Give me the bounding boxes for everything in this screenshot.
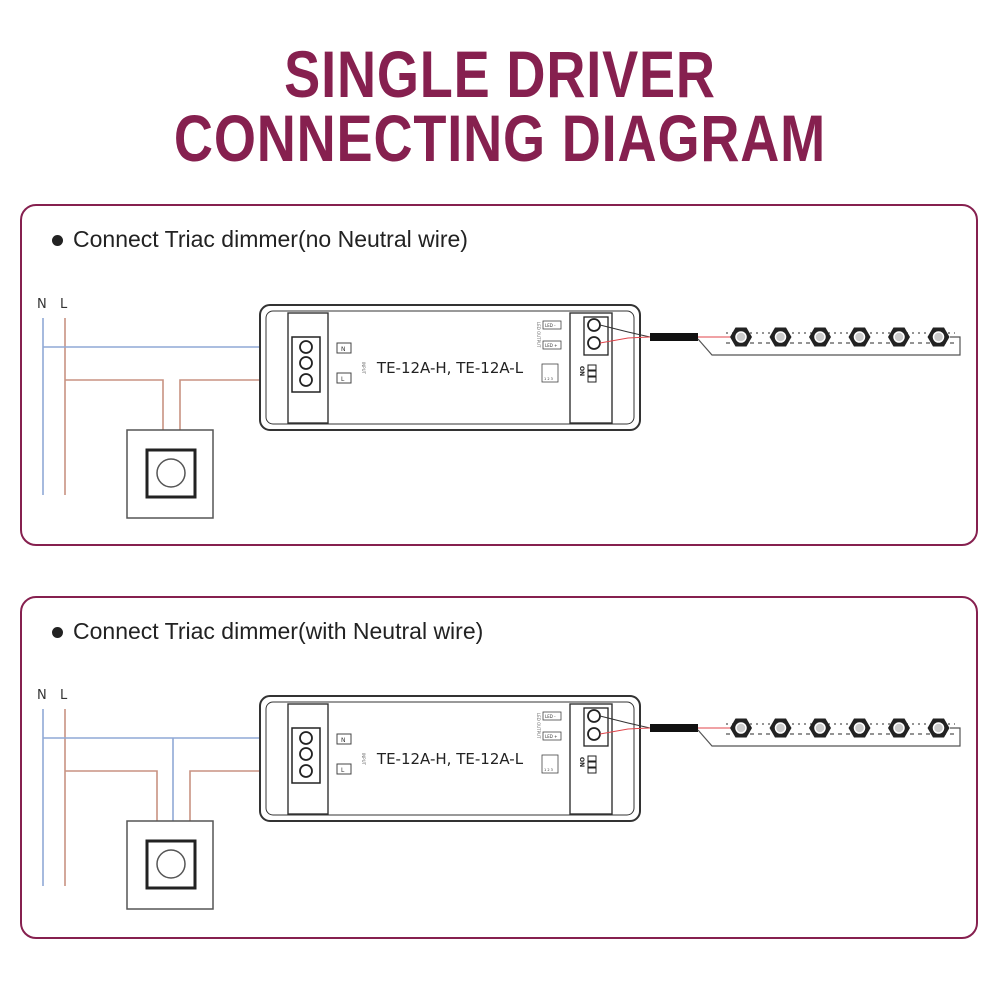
led-lens xyxy=(853,331,866,343)
led-minus-box xyxy=(542,711,562,721)
live-to-dimmer xyxy=(65,379,164,430)
led-lens xyxy=(735,722,747,734)
dip-toggle xyxy=(587,376,597,383)
dimmer-knob-icon xyxy=(156,849,186,879)
title-line-2: CONNECTING DIAGRAM xyxy=(173,101,827,175)
dip-toggle xyxy=(587,370,597,377)
led-output-label: LED OUTPUT xyxy=(536,322,541,348)
led-return-wire xyxy=(697,727,961,747)
on-label: ON xyxy=(578,366,585,376)
dip-toggle xyxy=(587,767,597,774)
screw-icon xyxy=(299,731,313,745)
led-lens xyxy=(893,722,905,734)
input-label: INPUT xyxy=(361,753,366,766)
label-n: N xyxy=(37,297,47,312)
screw-icon xyxy=(299,340,313,354)
led-positive-wire xyxy=(599,727,651,735)
led-plus-label: LED + xyxy=(545,343,557,348)
input-terminal-housing xyxy=(287,312,329,424)
led-plus-label: LED + xyxy=(545,734,557,739)
led-lens xyxy=(814,331,826,343)
n-label-box xyxy=(336,342,352,354)
live-to-dimmer xyxy=(65,770,158,821)
led-lens xyxy=(774,331,787,343)
led-lens xyxy=(853,722,866,734)
bullet-icon xyxy=(52,235,63,247)
output-terminal-housing xyxy=(569,312,613,424)
label-n: N xyxy=(37,688,47,703)
screw-icon xyxy=(299,747,313,761)
l-label: L xyxy=(341,767,345,774)
dip-toggle xyxy=(587,364,597,371)
led-lens xyxy=(893,331,905,343)
panel-no-neutral: Connect Triac dimmer(no Neutral wire) xyxy=(20,204,978,546)
l-label: L xyxy=(341,376,345,383)
led-lens xyxy=(814,722,826,734)
label-l: L xyxy=(60,297,68,312)
dip-toggle xyxy=(587,761,597,768)
dip-switch xyxy=(541,363,559,383)
driver-body xyxy=(259,304,641,431)
screw-icon xyxy=(587,336,601,350)
led-minus-box xyxy=(542,320,562,330)
cable-sleeve xyxy=(650,333,698,341)
led-output-label: LED OUTPUT xyxy=(536,713,541,739)
panel-with-neutral: Connect Triac dimmer(with Neutral wire) xyxy=(20,596,978,939)
l-label-box xyxy=(336,763,352,775)
n-label-box xyxy=(336,733,352,745)
driver-body xyxy=(259,695,641,822)
led-plus-box xyxy=(542,340,562,350)
led-lens xyxy=(774,722,787,734)
on-label: ON xyxy=(578,757,585,767)
led-negative-wire xyxy=(599,715,651,729)
cable-sleeve xyxy=(650,724,698,732)
led-lens xyxy=(932,331,945,343)
led-minus-label: LED - xyxy=(545,714,556,719)
screw-icon xyxy=(587,318,601,332)
panel-heading: Connect Triac dimmer(no Neutral wire) xyxy=(73,226,468,252)
dip-toggle xyxy=(587,755,597,762)
n-label: N xyxy=(341,737,346,744)
bullet-icon xyxy=(52,627,63,639)
led-lens xyxy=(735,331,747,343)
led-negative-wire xyxy=(599,324,651,338)
panel-heading: Connect Triac dimmer(with Neutral wire) xyxy=(73,618,484,644)
led-positive-wire xyxy=(599,336,651,344)
led-lens xyxy=(932,722,945,734)
screw-icon xyxy=(299,373,313,387)
dip-label: 1 2 3 xyxy=(544,768,553,772)
screw-icon xyxy=(299,764,313,778)
label-l: L xyxy=(60,688,68,703)
driver-inner-outline xyxy=(265,310,635,425)
output-terminal-housing xyxy=(569,703,613,815)
dip-label: 1 2 3 xyxy=(544,377,553,381)
dip-switch xyxy=(541,754,559,774)
title-line-1: SINGLE DRIVER xyxy=(284,37,716,111)
led-return-wire xyxy=(697,336,961,356)
led-plus-box xyxy=(542,731,562,741)
l-label-box xyxy=(336,372,352,384)
n-label: N xyxy=(341,346,346,353)
screw-icon xyxy=(587,709,601,723)
model-label: TE-12A-H, TE-12A-L xyxy=(376,359,524,377)
input-label: INPUT xyxy=(361,362,366,375)
driver-inner-outline xyxy=(265,701,635,816)
dimmer-knob-icon xyxy=(156,458,186,488)
led-minus-label: LED - xyxy=(545,323,556,328)
screw-icon xyxy=(587,727,601,741)
input-terminal-housing xyxy=(287,703,329,815)
model-label: TE-12A-H, TE-12A-L xyxy=(376,750,524,768)
screw-icon xyxy=(299,356,313,370)
